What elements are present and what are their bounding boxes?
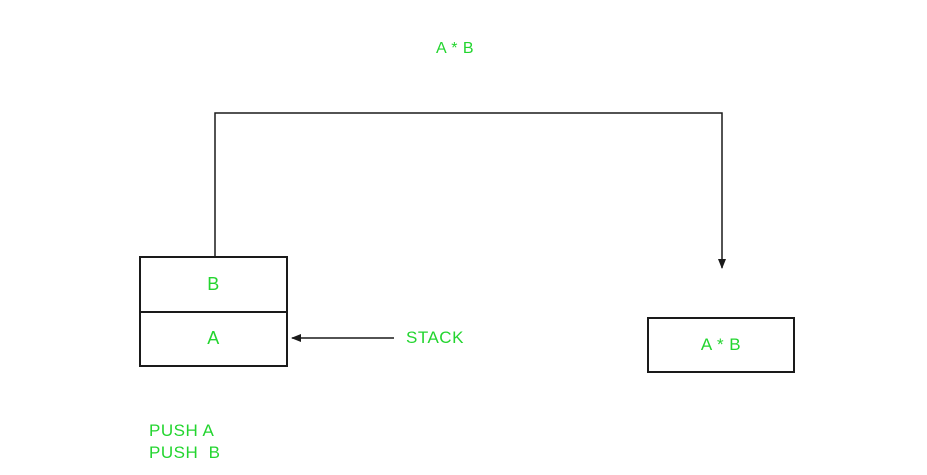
stack-cell-bottom: A	[141, 310, 286, 366]
stack-caption: STACK	[406, 328, 464, 347]
result-box: A * B	[647, 317, 795, 373]
push-flow-connector	[214, 112, 726, 269]
stack-box: B A	[139, 256, 288, 367]
operation-line: PUSH A	[149, 421, 215, 440]
stack-cell-top: B	[207, 273, 220, 294]
expression-label: A * B	[436, 40, 475, 57]
result-label: A * B	[700, 335, 742, 354]
operation-line: PUSH B	[149, 443, 221, 462]
operations-list: PUSH A PUSH B	[149, 420, 221, 464]
